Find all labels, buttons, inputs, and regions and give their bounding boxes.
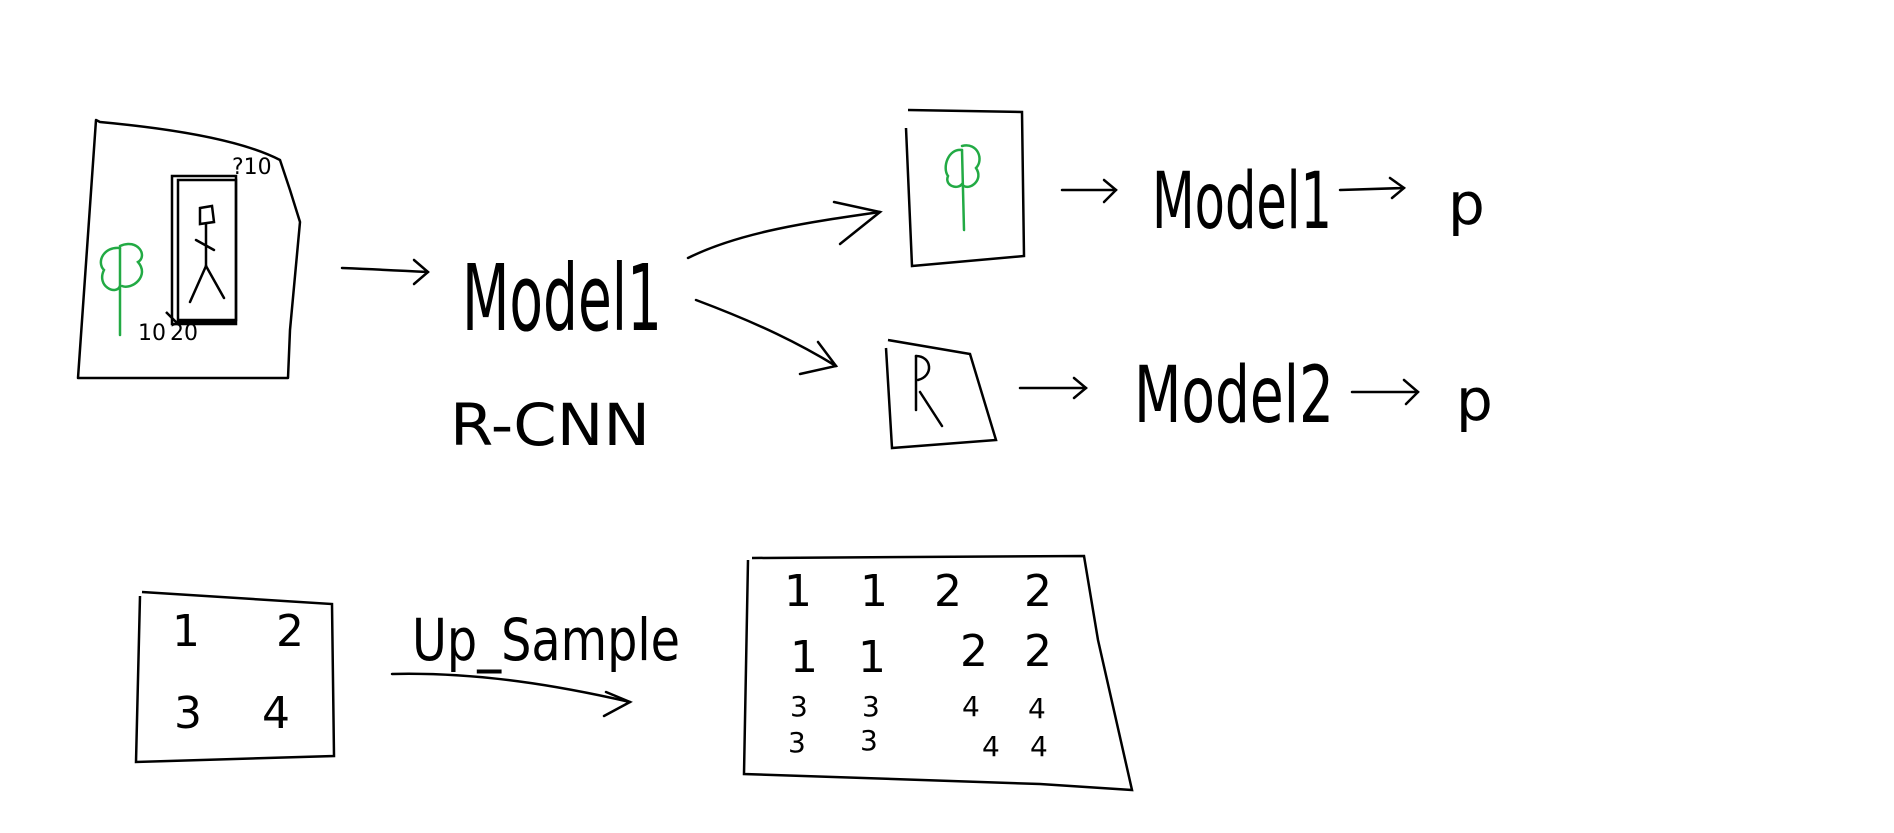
tree-crop-icon (944, 144, 981, 232)
tree-icon (99, 242, 144, 337)
arrow-upper-to-output (1338, 176, 1407, 200)
result-cell-1-0: 1 (790, 632, 818, 683)
result-cell-1-1: 1 (858, 632, 886, 683)
result-cell-1-2: 2 (960, 626, 988, 677)
upsample-arrow (390, 672, 633, 718)
coord-bottom-left-label: 10 (138, 321, 166, 346)
arrow-to-person-crop (694, 298, 839, 376)
coord-top-label: ?10 (232, 155, 272, 180)
result-cell-2-3: 4 (1028, 692, 1046, 725)
model1-label: Model1 (462, 245, 662, 352)
person-crop-box (884, 338, 998, 450)
person-icon (188, 204, 226, 304)
arrow-to-tree-crop (686, 200, 883, 260)
rcnn-label: R-CNN (450, 391, 650, 459)
result-cell-0-1: 1 (860, 566, 888, 617)
upper-output-label: p (1448, 170, 1485, 238)
source-cell-0-0: 1 (172, 606, 200, 657)
source-cell-1-0: 3 (174, 688, 202, 739)
tree-crop-box (904, 108, 1026, 268)
arrow-to-model1 (340, 258, 430, 286)
source-grid-box (134, 590, 336, 764)
result-cell-3-1: 3 (860, 724, 878, 757)
input-image (76, 118, 302, 380)
source-cell-1-1: 4 (262, 688, 290, 739)
person-crop-icon (914, 354, 944, 428)
upper-model-label: Model1 (1152, 157, 1332, 247)
result-cell-0-0: 1 (784, 566, 812, 617)
result-cell-3-3: 4 (1030, 730, 1048, 763)
coord-bottom-right-label: 20 (170, 321, 198, 346)
result-cell-2-2: 4 (962, 690, 980, 723)
result-cell-1-3: 2 (1024, 626, 1052, 677)
result-cell-0-2: 2 (934, 566, 962, 617)
arrow-lower-to-output (1350, 378, 1420, 406)
result-cell-3-2: 4 (982, 730, 1000, 763)
result-cell-3-0: 3 (788, 726, 806, 759)
result-grid-box (742, 554, 1134, 792)
person-bounding-box (165, 174, 238, 326)
lower-output-label: p (1456, 366, 1493, 434)
result-cell-2-1: 3 (862, 690, 880, 723)
result-cell-2-0: 3 (790, 690, 808, 723)
result-cell-0-3: 2 (1024, 566, 1052, 617)
lower-model-label: Model2 (1134, 351, 1334, 441)
upsample-label: Up_Sample (412, 606, 680, 674)
arrow-person-to-model (1018, 376, 1088, 400)
source-cell-0-1: 2 (276, 606, 304, 657)
arrow-tree-to-model (1060, 178, 1118, 204)
